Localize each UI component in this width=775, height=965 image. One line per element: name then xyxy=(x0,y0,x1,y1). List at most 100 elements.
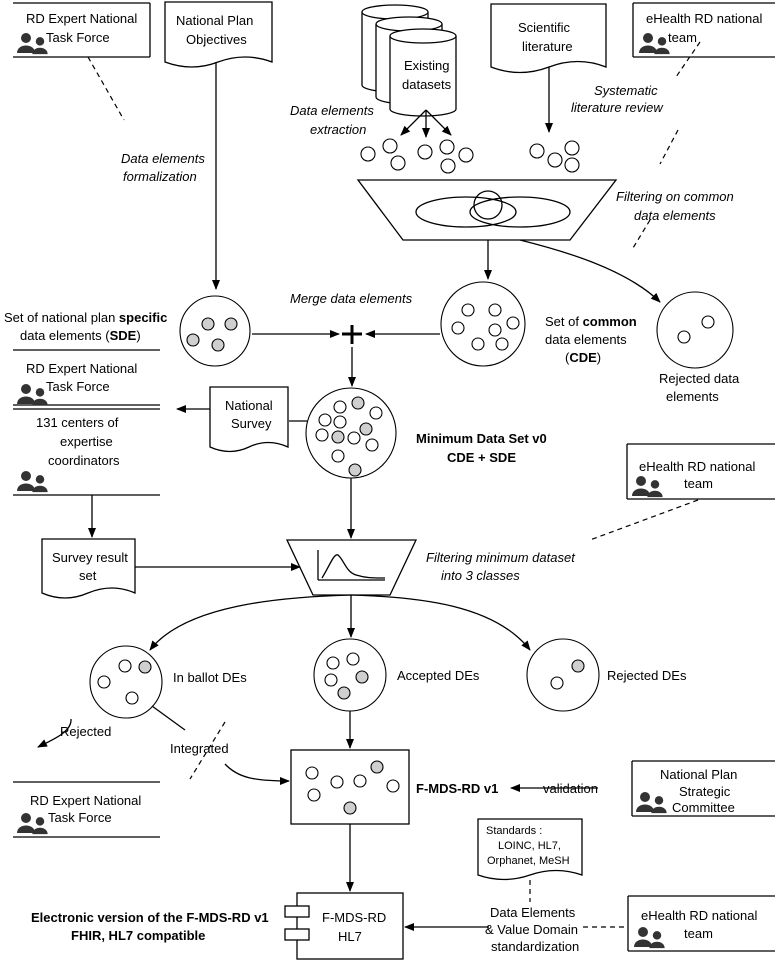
review-label: literature review xyxy=(571,100,664,115)
process-labels: Data elements extraction Systematic lite… xyxy=(4,83,740,954)
doc-label: literature xyxy=(522,39,573,54)
people-icon xyxy=(17,471,48,492)
integrated-label: Integrated xyxy=(170,741,229,756)
actor-label: Committee xyxy=(672,800,735,815)
rejected-label: Rejected xyxy=(60,724,111,739)
merge-label: Merge data elements xyxy=(290,291,413,306)
actor-label: RD Expert National xyxy=(26,11,137,26)
actor-label: RD Expert National xyxy=(30,793,141,808)
actor-strategic-committee: National Plan Strategic Committee xyxy=(631,760,775,817)
dashed-links xyxy=(87,41,701,928)
doc-label: National Plan xyxy=(176,13,253,28)
sde-label: data elements (SDE) xyxy=(20,328,141,343)
actor-label: eHealth RD national xyxy=(641,908,757,923)
review-label: Systematic xyxy=(594,83,658,98)
doc-label: National xyxy=(225,398,273,413)
mds-v0-set xyxy=(305,387,397,479)
doc-standards: Standards : LOINC, HL7, Orphanet, MeSH xyxy=(477,818,583,881)
actor-label: Task Force xyxy=(46,379,110,394)
doc-label: Survey result xyxy=(52,550,128,565)
component-label: HL7 xyxy=(338,929,362,944)
rejected-data-label: elements xyxy=(666,389,719,404)
fmds-hl7-component: F-MDS-RD HL7 xyxy=(284,892,404,960)
electronic-label: Electronic version of the F-MDS-RD v1 xyxy=(31,910,269,925)
sde-set xyxy=(179,295,251,367)
doc-label: Existing xyxy=(404,58,450,73)
people-icon xyxy=(17,384,48,405)
people-icon xyxy=(17,33,48,54)
people-icon xyxy=(639,33,670,54)
cde-label: Set of common xyxy=(545,314,637,329)
filter-funnel-mid xyxy=(285,539,418,596)
doc-scientific-literature: Scientific literature xyxy=(490,3,607,74)
actor-label: team xyxy=(668,30,697,45)
actor-label: eHealth RD national xyxy=(646,11,762,26)
actor-label: eHealth RD national xyxy=(639,459,755,474)
actor-label: RD Expert National xyxy=(26,361,137,376)
doc-national-plan-objectives: National Plan Objectives xyxy=(164,1,273,68)
rejected-data-label: Rejected data xyxy=(659,371,740,386)
merge-plus-icon xyxy=(342,325,362,344)
people-icon xyxy=(636,792,667,813)
cde-label: (CDE) xyxy=(565,350,601,365)
fmds-v1-box xyxy=(290,749,410,825)
actor-label: Task Force xyxy=(48,810,112,825)
extraction-label: Data elements xyxy=(290,103,374,118)
rejected-des-label: Rejected DEs xyxy=(607,668,687,683)
actor-ehealth-bottom: eHealth RD national team xyxy=(627,895,775,952)
doc-label: set xyxy=(79,568,97,583)
sde-label: Set of national plan specific xyxy=(4,310,167,325)
accepted-label: Accepted DEs xyxy=(397,668,480,683)
component-label: F-MDS-RD xyxy=(322,910,386,925)
standardization-label: standardization xyxy=(491,939,579,954)
doc-label: Orphanet, MeSH xyxy=(487,855,570,867)
actor-label: team xyxy=(684,926,713,941)
actor-rd-task-force-bottom: RD Expert National Task Force xyxy=(13,781,160,838)
actor-rd-task-force-mid: RD Expert National Task Force xyxy=(13,349,160,410)
doc-existing-datasets: Existing datasets xyxy=(361,4,457,117)
people-icon xyxy=(634,927,665,948)
doc-national-survey: National Survey xyxy=(209,386,289,453)
people-icon xyxy=(632,476,663,497)
doc-label: Scientific xyxy=(518,20,571,35)
actor-label: Strategic xyxy=(679,784,731,799)
filtering-common-label: data elements xyxy=(634,208,716,223)
in-ballot-set xyxy=(89,645,163,719)
filtering-minimum-label: into 3 classes xyxy=(441,568,520,583)
filtering-common-label: Filtering on common xyxy=(616,189,734,204)
doc-label: Standards : xyxy=(486,825,542,837)
formalization-label: Data elements xyxy=(121,151,205,166)
actor-ehealth-top: eHealth RD national team xyxy=(632,2,775,58)
standardization-label: Data Elements xyxy=(490,905,576,920)
accepted-set xyxy=(313,638,387,712)
standardization-label: & Value Domain xyxy=(485,922,578,937)
formalization-label: formalization xyxy=(123,169,197,184)
in-ballot-label: In ballot DEs xyxy=(173,670,247,685)
extraction-label: extraction xyxy=(310,122,366,137)
doc-label: Objectives xyxy=(186,32,247,47)
cde-set xyxy=(440,281,526,367)
actor-label: coordinators xyxy=(48,453,120,468)
cde-label: data elements xyxy=(545,332,627,347)
extracted-elements xyxy=(360,138,580,174)
filter-funnel-top xyxy=(356,179,618,241)
validation-label: validation xyxy=(543,781,598,796)
people-icon xyxy=(17,813,48,834)
mds-v0-label: Minimum Data Set v0 xyxy=(416,431,547,446)
flow-arrows xyxy=(37,62,661,931)
doc-label: datasets xyxy=(402,77,452,92)
actor-centers: 131 centers of expertise coordinators xyxy=(13,415,160,496)
actor-ehealth-mid: eHealth RD national team xyxy=(626,443,775,500)
actor-label: 131 centers of xyxy=(36,415,119,430)
filtering-minimum-label: Filtering minimum dataset xyxy=(426,550,576,565)
doc-survey-result-set: Survey result set xyxy=(41,538,136,599)
rejected-des-set xyxy=(526,638,600,712)
doc-label: Survey xyxy=(231,416,272,431)
electronic-label: FHIR, HL7 compatible xyxy=(71,928,205,943)
actor-label: expertise xyxy=(60,434,113,449)
actor-label: National Plan xyxy=(660,767,737,782)
fmds-v1-label: F-MDS-RD v1 xyxy=(416,781,498,796)
mds-v0-label: CDE + SDE xyxy=(447,450,516,465)
actor-label: Task Force xyxy=(46,30,110,45)
